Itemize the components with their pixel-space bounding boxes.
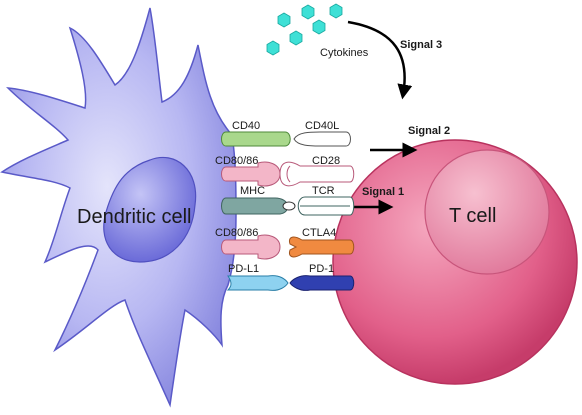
- pdl1-label: PD-L1: [228, 263, 259, 275]
- cd40l-ligand: [293, 131, 351, 147]
- antigen-peptide: [282, 201, 296, 211]
- pd1-label: PD-1: [309, 263, 334, 275]
- cd40l-label: CD40L: [305, 120, 339, 132]
- pd-1-receptor: [289, 275, 355, 291]
- cd80-86-receptor: [221, 161, 281, 187]
- cd80-cd28-pair: CD80/86 CD28: [215, 155, 355, 187]
- pd-l1-receptor: [226, 275, 289, 291]
- ctla4-receptor: [289, 236, 355, 258]
- dendritic-cell-nucleus: [103, 156, 197, 263]
- mhc-label: MHC: [240, 185, 265, 197]
- hexagon-icon: [266, 40, 280, 56]
- cytokine-cluster: [266, 3, 343, 56]
- t-cell-nucleus: [424, 149, 550, 275]
- hexagon-icon: [312, 19, 326, 35]
- signal-3-label: Signal 3: [400, 39, 442, 51]
- cd28-receptor: [279, 161, 355, 187]
- cd80-label-2: CD80/86: [215, 227, 258, 239]
- hexagon-icon: [329, 3, 343, 19]
- t-cell: [332, 139, 578, 385]
- ctla4-label: CTLA4: [302, 227, 336, 239]
- hexagon-icon: [289, 30, 303, 46]
- pdl1-pd1-pair: PD-L1 PD-1: [226, 263, 355, 291]
- cd28-label: CD28: [312, 155, 340, 167]
- cd80-86-receptor-2: [221, 234, 281, 260]
- hexagon-icon: [301, 4, 315, 20]
- t-cell-label: T cell: [449, 205, 496, 227]
- mhc-tcr-pair: MHC TCR: [221, 185, 355, 216]
- dendritic-cell-label: Dendritic cell: [77, 206, 191, 228]
- hexagon-icon: [277, 12, 291, 28]
- cd40-label: CD40: [232, 120, 260, 132]
- cd80-ctla4-pair: CD80/86 CTLA4: [215, 227, 355, 260]
- signal-3-arrow: [347, 20, 413, 100]
- cytokines-label: Cytokines: [320, 47, 369, 59]
- signal-2-label: Signal 2: [408, 125, 450, 137]
- dendritic-cell: [0, 7, 237, 408]
- cd40-receptor: [221, 131, 291, 147]
- cd80-label-1: CD80/86: [215, 155, 258, 167]
- cd40-cd40l-pair: CD40 CD40L: [221, 120, 351, 147]
- mhc-receptor: [221, 197, 289, 215]
- signal-1-label: Signal 1: [362, 186, 404, 198]
- tcr-label: TCR: [312, 185, 335, 197]
